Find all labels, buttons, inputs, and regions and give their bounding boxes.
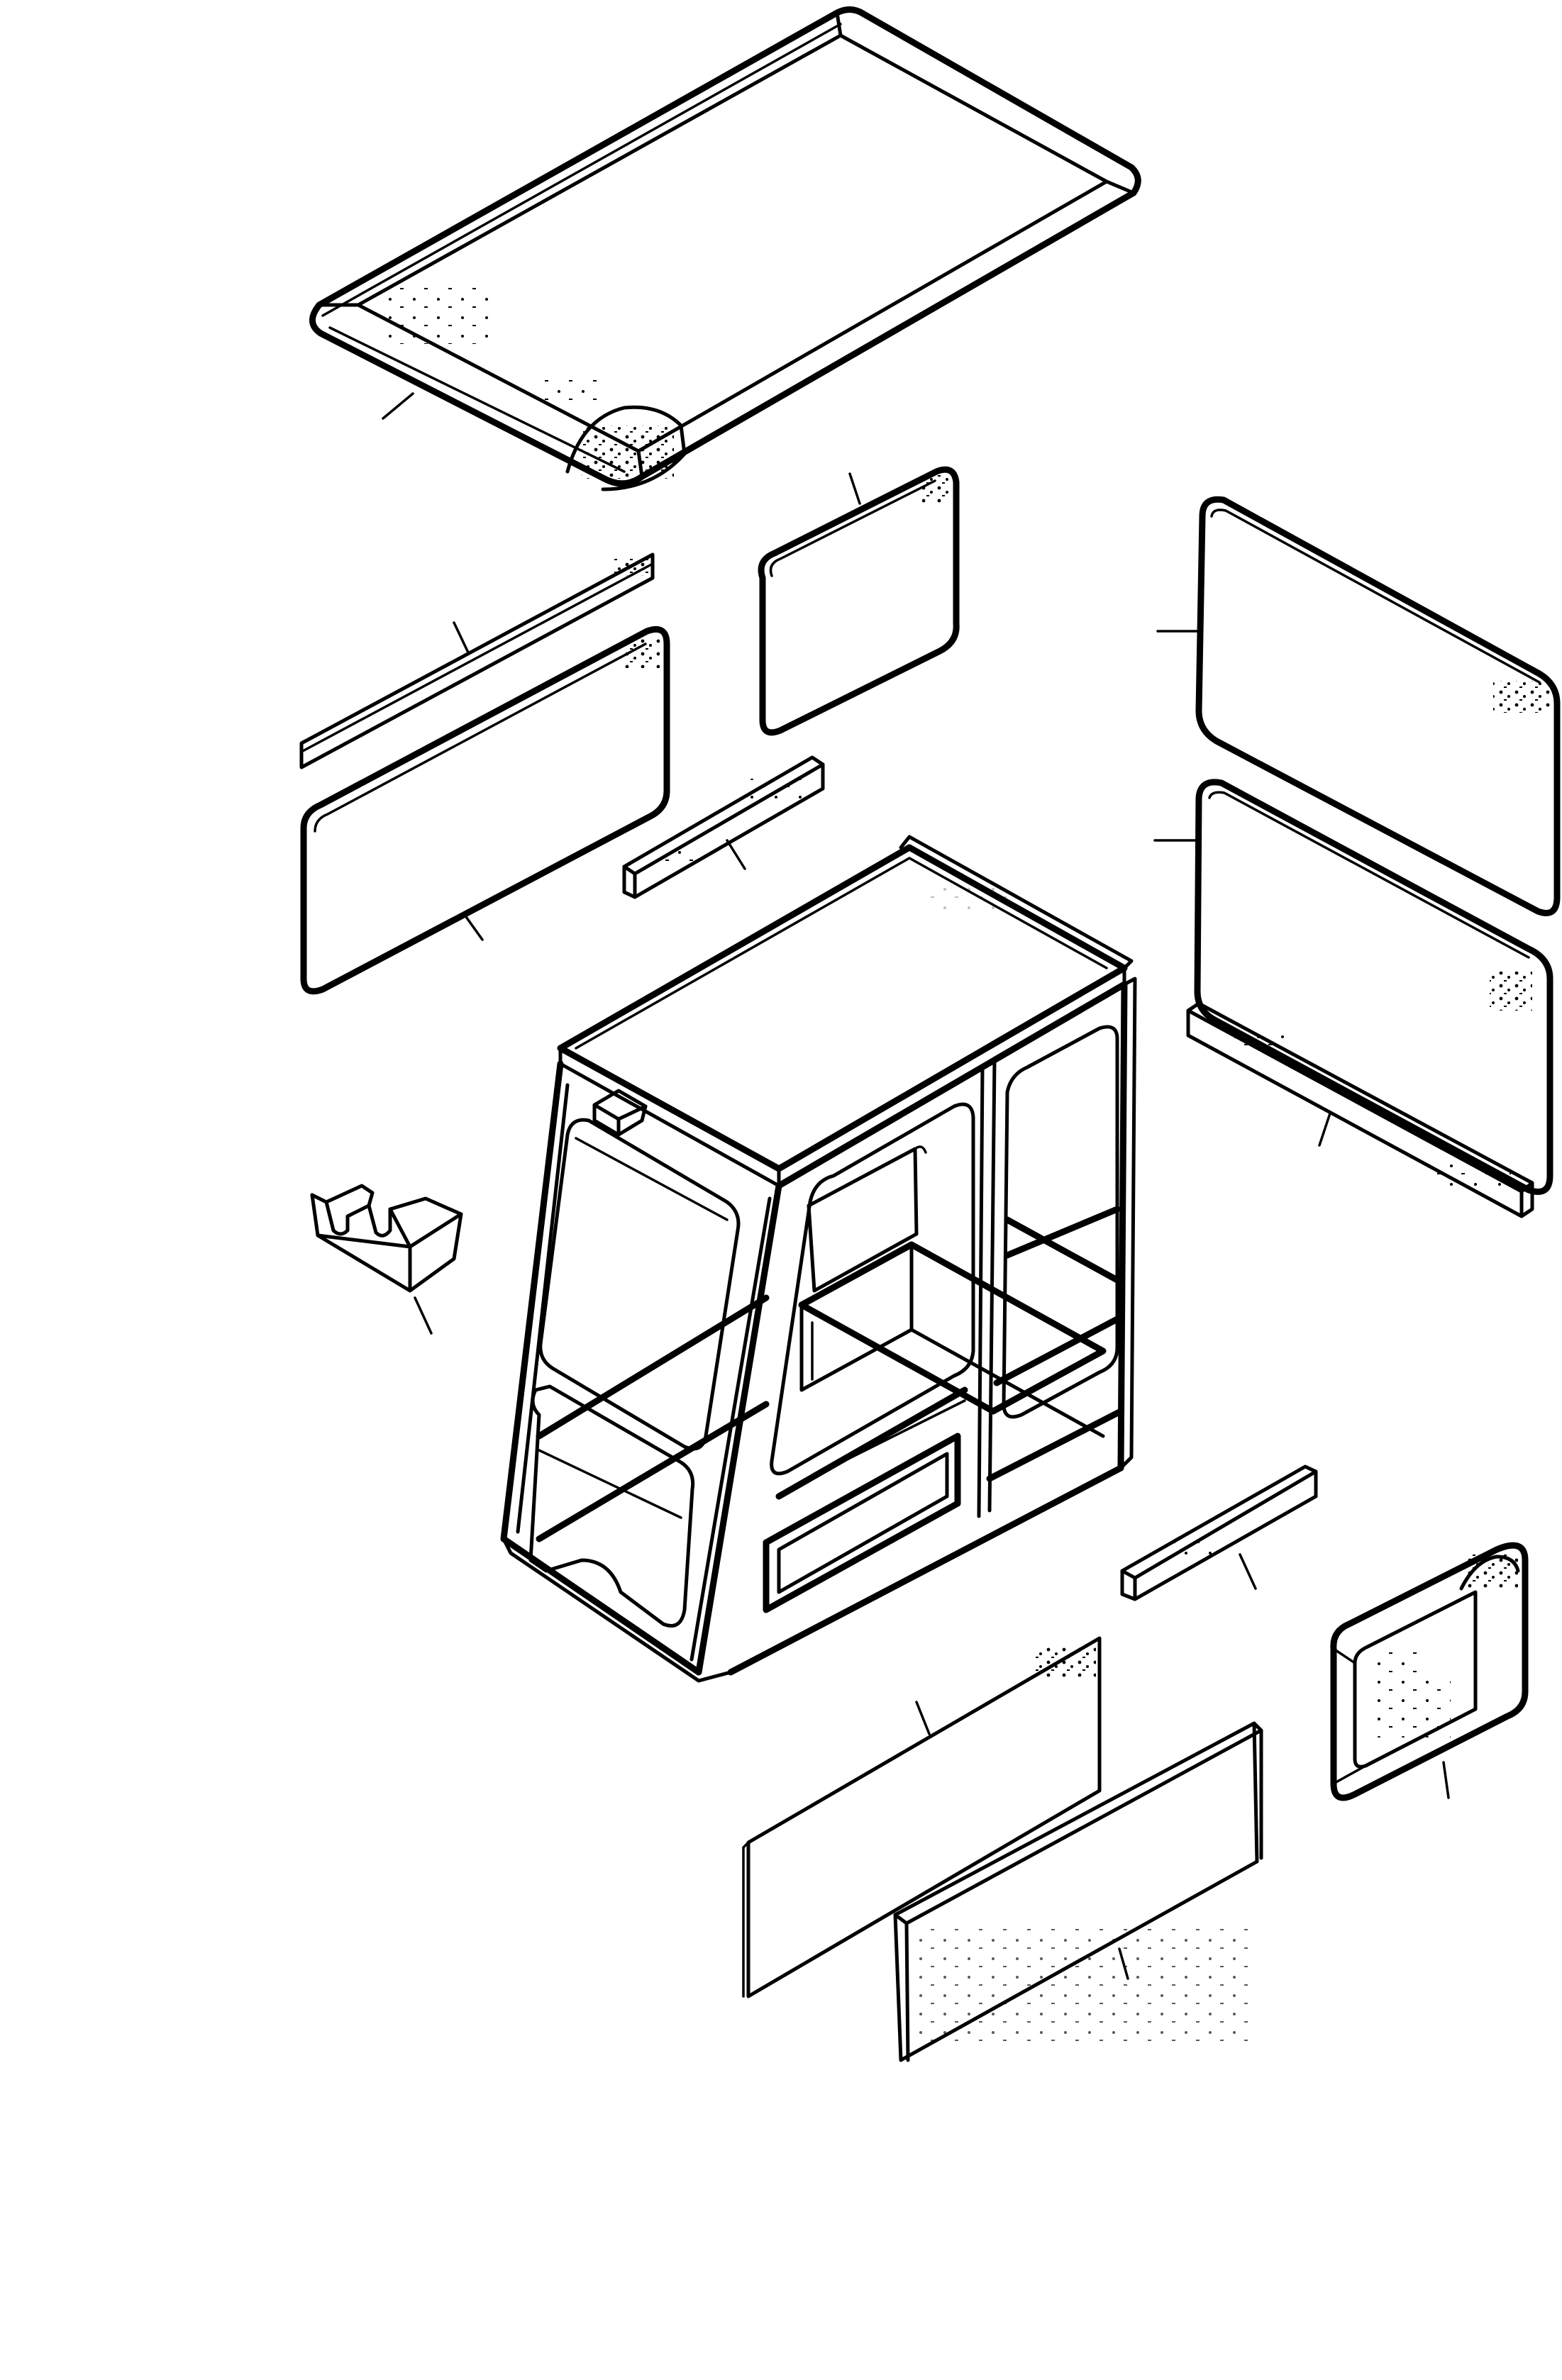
cab-frame <box>500 835 1137 1683</box>
roof-headliner <box>309 6 1141 491</box>
door-panel <box>1330 1542 1529 1801</box>
right-trim-bar <box>1186 1001 1534 1218</box>
left-strip <box>299 552 655 769</box>
floor-insulation-panel <box>893 1721 1263 2062</box>
right-upper-window <box>1156 496 1561 916</box>
bracket <box>310 1184 463 1335</box>
left-window <box>300 625 670 995</box>
floor-thin-panel <box>742 1636 1102 1998</box>
lower-trim-bar <box>1120 1464 1318 1601</box>
center-trim-bar <box>622 755 825 899</box>
front-upper-window <box>758 466 960 736</box>
right-lower-window <box>1153 779 1553 1195</box>
